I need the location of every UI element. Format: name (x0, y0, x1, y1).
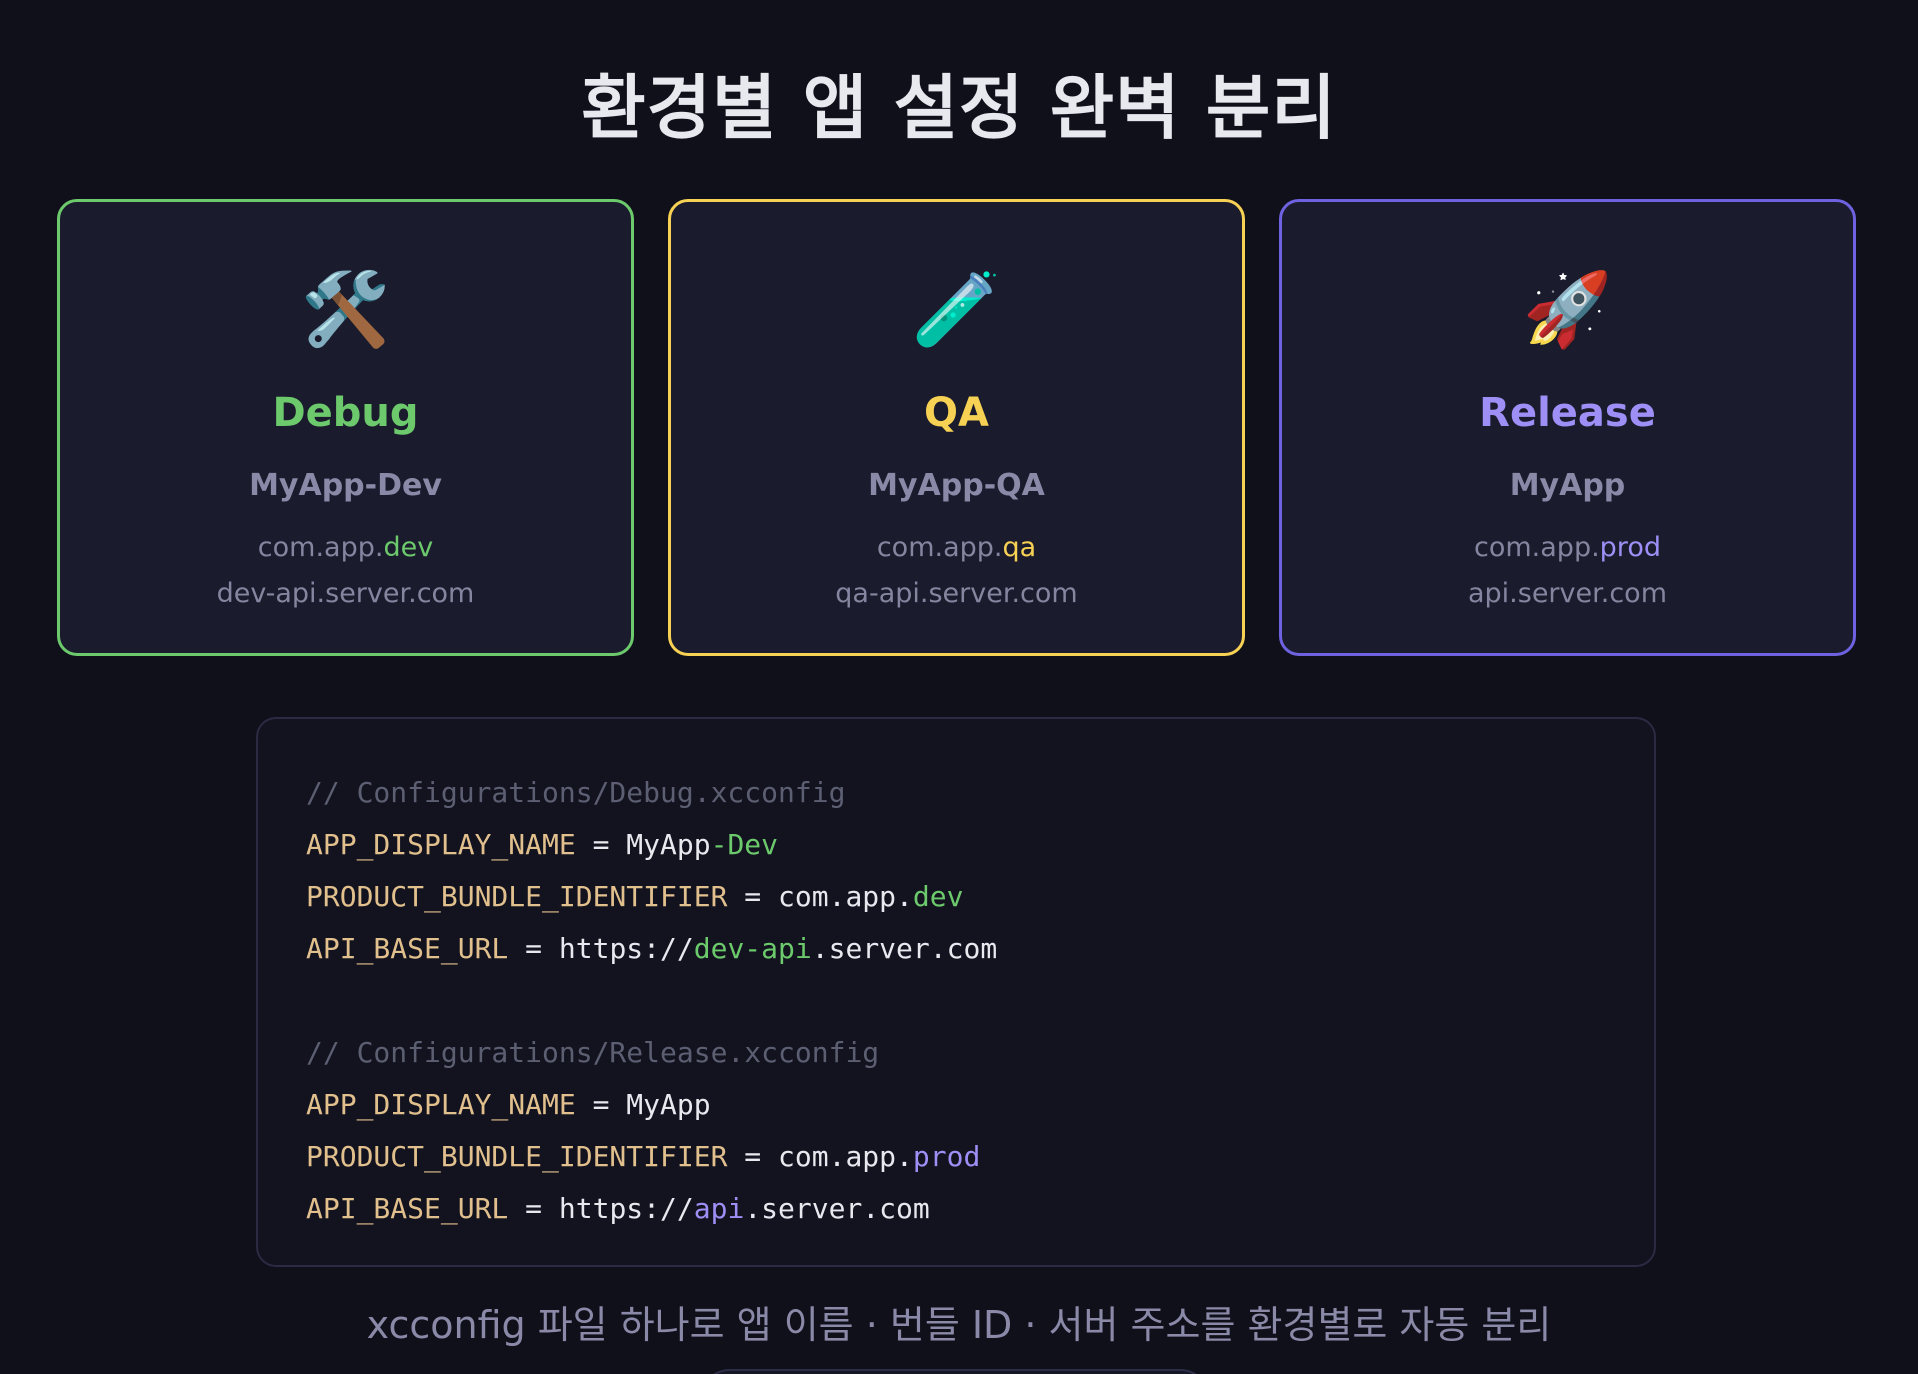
code-operator: = (575, 1088, 627, 1121)
code-value-rest: .server.com (744, 1192, 930, 1225)
code-key: PRODUCT_BUNDLE_IDENTIFIER (306, 880, 728, 913)
server-host: qa-api.server.com (835, 578, 1078, 609)
env-card-release: 🚀 Release MyApp com.app.prod api.server.… (1279, 199, 1856, 656)
code-line: PRODUCT_BUNDLE_IDENTIFIER = com.app.dev (306, 871, 1654, 923)
code-key: APP_DISPLAY_NAME (306, 828, 576, 861)
bundle-suffix: prod (1599, 532, 1661, 563)
code-key: API_BASE_URL (306, 932, 509, 965)
app-display-name: MyApp (1509, 468, 1626, 503)
code-value-rest: .server.com (811, 932, 998, 965)
code-line: APP_DISPLAY_NAME = MyApp (306, 1079, 1654, 1131)
bundle-prefix: com.app. (876, 532, 1003, 563)
hammer-and-wrench-icon: 🛠️ (300, 267, 391, 351)
app-display-name: MyApp-Dev (249, 468, 442, 503)
env-name: QA (924, 390, 989, 436)
server-host: api.server.com (1467, 578, 1667, 609)
xcconfig-code-block: // Configurations/Debug.xcconfig APP_DIS… (256, 717, 1656, 1267)
bundle-id: com.app.dev (60, 530, 631, 566)
code-key: APP_DISPLAY_NAME (306, 1088, 576, 1121)
code-line: APP_DISPLAY_NAME = MyApp-Dev (306, 819, 1654, 871)
caption: xcconfig 파일 하나로 앱 이름 · 번들 ID · 서버 주소를 환경… (366, 1303, 1552, 1347)
code-value: https:// (558, 1192, 694, 1225)
bundle-suffix: qa (1002, 532, 1037, 563)
code-line: API_BASE_URL = https://api.server.com (306, 1183, 1654, 1235)
code-comment-debug: // Configurations/Debug.xcconfig (306, 776, 846, 809)
code-value: com.app. (778, 1140, 913, 1173)
env-card-debug: 🛠️ Debug MyApp-Dev com.app.dev dev-api.s… (57, 199, 634, 656)
server-host: dev-api.server.com (216, 578, 475, 609)
code-highlight: dev-api (693, 932, 812, 965)
env-name: Debug (272, 390, 419, 436)
code-operator: = (508, 932, 559, 965)
code-value: MyApp (626, 1088, 711, 1121)
bundle-prefix: com.app. (1474, 532, 1600, 563)
code-comment-release: // Configurations/Release.xcconfig (306, 1036, 880, 1069)
page-title: 환경별 앱 설정 완벽 분리 (581, 67, 1337, 149)
env-name: Release (1479, 390, 1656, 436)
code-operator: = (727, 1140, 779, 1173)
code-line: PRODUCT_BUNDLE_IDENTIFIER = com.app.prod (306, 1131, 1654, 1183)
code-highlight: -Dev (710, 828, 779, 861)
code-highlight: dev (912, 880, 964, 913)
rocket-icon: 🚀 (1522, 267, 1613, 351)
bundle-suffix: dev (383, 532, 434, 563)
bundle-prefix: com.app. (257, 532, 384, 563)
environment-cards: 🛠️ Debug MyApp-Dev com.app.dev dev-api.s… (57, 199, 1856, 656)
bundle-id: com.app.qa (671, 530, 1242, 566)
code-blank-line (306, 975, 1654, 1027)
code-key: API_BASE_URL (306, 1192, 509, 1225)
app-display-name: MyApp-QA (868, 468, 1045, 503)
code-line: API_BASE_URL = https://dev-api.server.co… (306, 923, 1654, 975)
code-operator: = (727, 880, 779, 913)
bundle-id: com.app.prod (1282, 530, 1853, 566)
code-operator: = (508, 1192, 559, 1225)
test-tube-icon: 🧪 (911, 267, 1002, 351)
code-key: PRODUCT_BUNDLE_IDENTIFIER (306, 1140, 728, 1173)
code-highlight: prod (912, 1140, 981, 1173)
env-card-qa: 🧪 QA MyApp-QA com.app.qa qa-api.server.c… (668, 199, 1245, 656)
code-operator: = (575, 828, 627, 861)
bottom-pill (700, 1369, 1210, 1374)
code-highlight: api (693, 1192, 745, 1225)
code-value: com.app. (778, 880, 913, 913)
code-value: MyApp (626, 828, 711, 861)
code-value: https:// (558, 932, 694, 965)
